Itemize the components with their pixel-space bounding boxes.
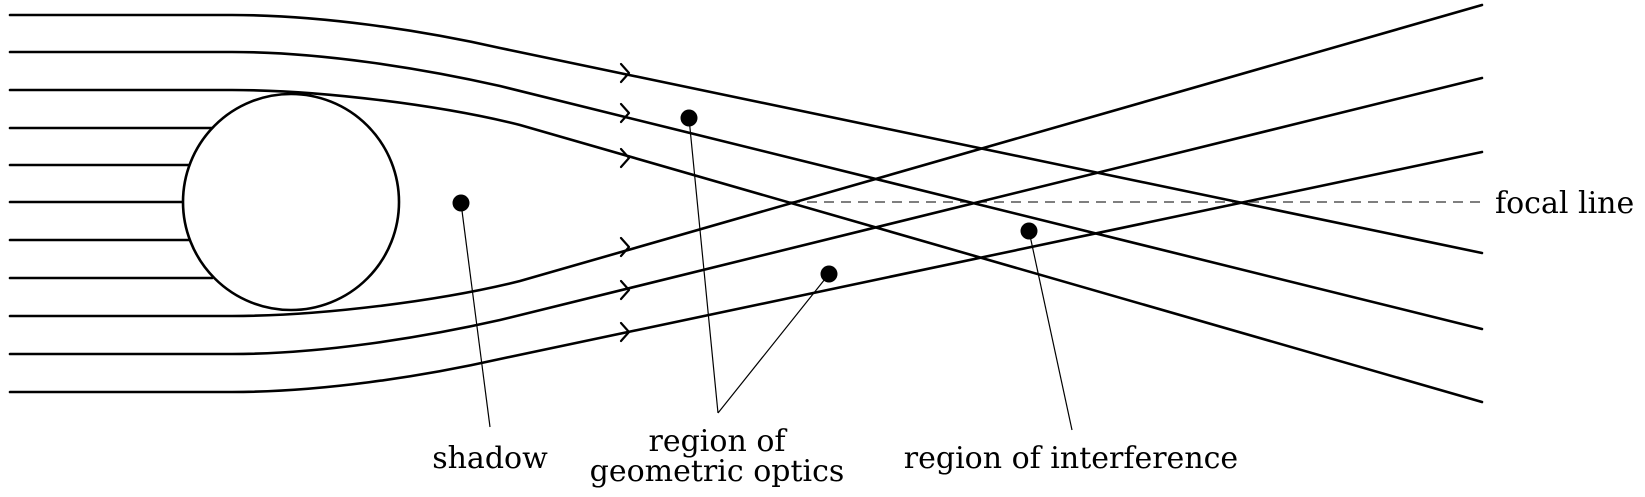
deflected-ray	[8, 88, 1484, 404]
deflected-ray	[8, 150, 1484, 394]
shadow-label: shadow	[432, 441, 548, 476]
shadow-marker	[452, 194, 470, 212]
obstacle-cylinder	[181, 92, 401, 312]
geometric-leader	[717, 273, 830, 414]
shadow-leader	[460, 202, 491, 428]
focal-line-label: focal line	[1495, 186, 1634, 221]
interference-label: region of interference	[904, 441, 1238, 476]
geometric-optics-label-line2: geometric optics	[590, 454, 845, 489]
interference-leader	[1028, 230, 1073, 431]
deflected-ray	[8, 76, 1484, 356]
deflected-ray	[8, 50, 1484, 331]
arrow-head-icon	[619, 236, 631, 258]
geometric-leader	[688, 117, 719, 414]
geometric-optics-marker	[680, 109, 698, 127]
geometric-optics-label-line1: region of	[649, 424, 788, 459]
arrow-head-icon	[619, 102, 631, 124]
arrow-head-icon	[619, 321, 631, 343]
arrow-head-icon	[619, 147, 631, 169]
interference-marker	[1020, 222, 1038, 240]
deflected-ray	[8, 3, 1484, 318]
arrow-head-icon	[619, 62, 631, 84]
arrow-head-icon	[619, 279, 631, 301]
deflected-ray	[8, 13, 1484, 255]
geometric-optics-marker	[820, 265, 838, 283]
